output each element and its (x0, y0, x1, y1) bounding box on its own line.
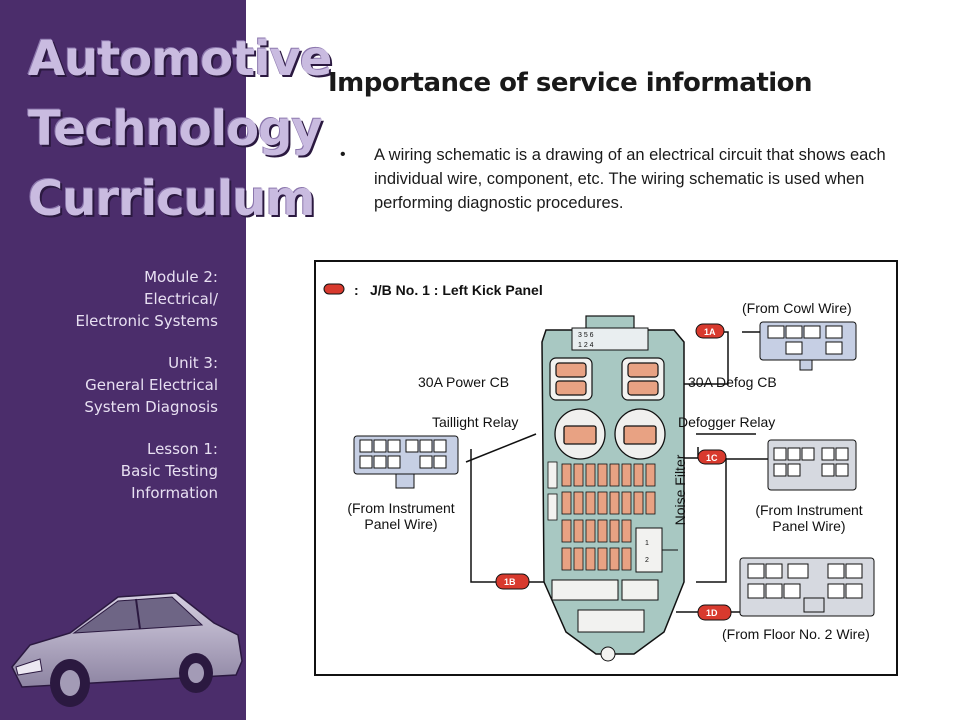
curriculum-title: Automotive Technology Curriculum (28, 24, 332, 234)
label-from-floor: (From Floor No. 2 Wire) (722, 626, 870, 642)
unit-label: Unit 3: (168, 354, 218, 372)
wiring-lines (465, 331, 768, 613)
legend-marker-icon (323, 283, 345, 295)
lesson-label: Lesson 1: (146, 440, 218, 458)
legend-colon: : (354, 282, 359, 298)
junction-block-diagram: 3 5 6 1 2 4 (314, 260, 898, 676)
label-noise-filter: Noise Filter (672, 454, 688, 526)
svg-text:2: 2 (645, 557, 649, 564)
module-info: Module 2: Electrical/ Electronic Systems (18, 266, 218, 332)
label-line: Panel Wire) (364, 516, 438, 532)
title-line: Curriculum (28, 171, 315, 227)
left-instrument-connector (353, 435, 459, 489)
bullet-item: • A wiring schematic is a drawing of an … (340, 143, 900, 215)
lesson-name: Information (131, 484, 218, 502)
svg-text:1: 1 (645, 540, 649, 547)
label-line: (From Instrument (755, 502, 863, 518)
label-taillight-relay: Taillight Relay (432, 414, 519, 430)
right-instrument-connector (767, 439, 857, 491)
label-right-instrument: (From Instrument Panel Wire) (744, 502, 874, 534)
unit-name: System Diagnosis (84, 398, 218, 416)
car-illustration (11, 592, 243, 707)
unit-info: Unit 3: General Electrical System Diagno… (18, 352, 218, 418)
floor-connector (739, 557, 875, 617)
legend-title: J/B No. 1 : Left Kick Panel (370, 282, 543, 298)
svg-text:1 2 4: 1 2 4 (578, 342, 594, 349)
unit-name: General Electrical (85, 376, 218, 394)
label-left-instrument: (From Instrument Panel Wire) (336, 500, 466, 532)
circuit-breakers (549, 357, 665, 401)
label-line: Panel Wire) (772, 518, 846, 534)
module-label: Module 2: (144, 268, 218, 286)
tag-1c: 1C (706, 453, 718, 463)
cowl-connector (759, 321, 857, 371)
course-navigation: Module 2: Electrical/ Electronic Systems… (18, 266, 218, 524)
bullet-marker: • (340, 146, 346, 163)
tag-1b: 1B (504, 577, 516, 587)
title-line: Automotive (28, 31, 332, 87)
label-defog-cb: 30A Defog CB (688, 374, 777, 390)
label-from-cowl: (From Cowl Wire) (742, 300, 852, 316)
title-line: Technology (28, 101, 323, 157)
label-power-cb: 30A Power CB (418, 374, 510, 390)
sidebar: Automotive Technology Curriculum Module … (0, 0, 332, 720)
bullet-text: A wiring schematic is a drawing of an el… (374, 146, 886, 212)
lesson-info: Lesson 1: Basic Testing Information (18, 438, 218, 504)
relays (554, 408, 666, 460)
svg-text:3 5 6: 3 5 6 (578, 332, 594, 339)
lesson-name: Basic Testing (120, 462, 218, 480)
tag-1d: 1D (706, 608, 718, 618)
module-name: Electronic Systems (75, 312, 218, 330)
label-defogger-relay: Defogger Relay (678, 414, 776, 430)
connector-tags (495, 323, 732, 621)
junction-block-drawing: 3 5 6 1 2 4 (323, 283, 875, 662)
noise-filter-box (635, 527, 663, 573)
module-name: Electrical/ (144, 290, 218, 308)
tag-1a: 1A (704, 327, 716, 337)
label-line: (From Instrument (347, 500, 455, 516)
slide-title: Importance of service information (328, 68, 813, 98)
fuse-grid (561, 463, 656, 571)
